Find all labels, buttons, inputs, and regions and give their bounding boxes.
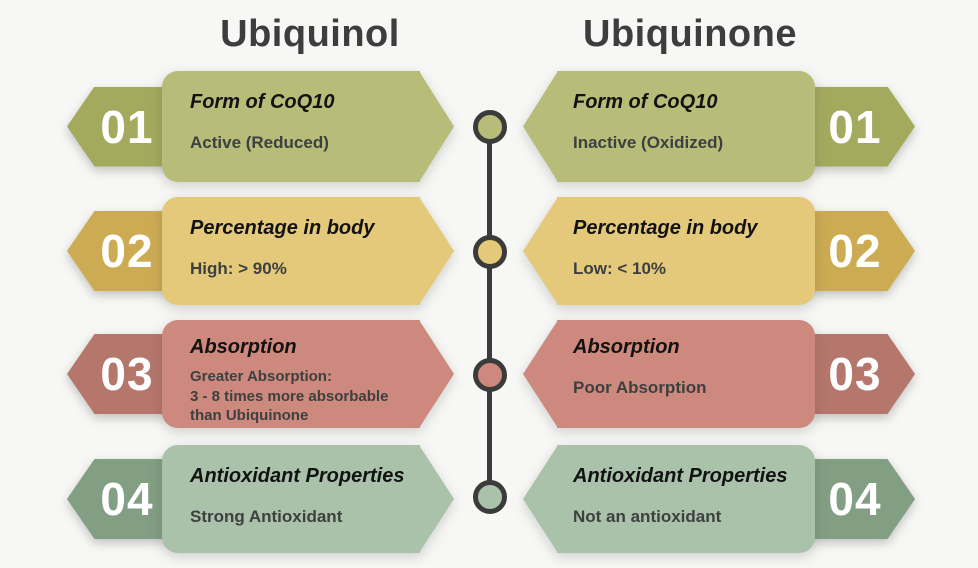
row3-left-subtitle: Greater Absorption: 3 - 8 times more abs… [190, 368, 389, 424]
row2-left-number: 02 [100, 225, 154, 277]
timeline-dot-3 [473, 358, 507, 392]
timeline-line [487, 127, 492, 497]
row3-left-number-badge: 03 [67, 334, 177, 414]
row4-left-banner: Antioxidant Properties Strong Antioxidan… [162, 445, 454, 553]
row1-right-number-badge: 01 [805, 86, 915, 167]
row2-left-banner: Percentage in body High: > 90% [162, 197, 454, 305]
comparison-row-1: 01 Form of CoQ10 Active (Reduced) Form o… [0, 71, 978, 182]
row1-left-subtitle: Active (Reduced) [190, 133, 329, 152]
row1-right-number: 01 [828, 100, 882, 153]
column-title-ubiquinol: Ubiquinol [220, 13, 400, 55]
row3-left-number: 03 [100, 348, 154, 400]
row4-right-number: 04 [828, 473, 882, 525]
row2-right-banner: Percentage in body Low: < 10% [523, 197, 815, 305]
row2-right-banner-arrow [523, 197, 558, 305]
row4-left-number: 04 [100, 473, 154, 525]
row4-left-number-badge: 04 [67, 459, 177, 539]
row1-right-banner: Form of CoQ10 Inactive (Oxidized) [523, 71, 815, 182]
row4-left-subtitle: Strong Antioxidant [190, 507, 343, 526]
row2-left-title: Percentage in body [190, 217, 375, 239]
row1-right-title: Form of CoQ10 [573, 91, 718, 113]
row2-left-banner-arrow [419, 197, 454, 305]
row4-right-subtitle: Not an antioxidant [573, 507, 722, 526]
row3-right-number-badge: 03 [805, 334, 915, 414]
column-title-ubiquinone: Ubiquinone [583, 13, 797, 55]
row1-right-banner-arrow [523, 71, 558, 182]
row4-right-banner: Antioxidant Properties Not an antioxidan… [523, 445, 815, 553]
row4-right-title: Antioxidant Properties [573, 465, 788, 487]
row4-right-banner-arrow [523, 445, 558, 553]
row3-right-number: 03 [828, 348, 882, 400]
comparison-row-3: 03 Absorption Greater Absorption: 3 - 8 … [0, 320, 978, 428]
row2-right-number-badge: 02 [805, 211, 915, 291]
row3-left-banner-arrow [419, 320, 454, 428]
row1-left-banner: Form of CoQ10 Active (Reduced) [162, 71, 454, 182]
row4-left-title: Antioxidant Properties [190, 465, 405, 487]
row2-right-subtitle: Low: < 10% [573, 259, 667, 278]
row3-right-subtitle: Poor Absorption [573, 378, 707, 397]
row2-left-number-badge: 02 [67, 211, 177, 291]
row1-left-number: 01 [100, 100, 154, 153]
timeline-dot-2 [473, 235, 507, 269]
row2-right-title: Percentage in body [573, 217, 758, 239]
row3-right-banner-arrow [523, 320, 558, 428]
row2-right-number: 02 [828, 225, 882, 277]
row3-left-banner: Absorption Greater Absorption: 3 - 8 tim… [162, 320, 454, 428]
row3-left-title: Absorption [190, 336, 297, 358]
row1-left-number-badge: 01 [67, 86, 177, 167]
row4-left-banner-arrow [419, 445, 454, 553]
comparison-row-2: 02 Percentage in body High: > 90% Percen… [0, 197, 978, 305]
comparison-row-4: 04 Antioxidant Properties Strong Antioxi… [0, 445, 978, 553]
row1-right-subtitle: Inactive (Oxidized) [573, 133, 724, 152]
row1-left-banner-arrow [419, 71, 454, 182]
row4-right-number-badge: 04 [805, 459, 915, 539]
row3-right-title: Absorption [573, 336, 680, 358]
row2-left-subtitle: High: > 90% [190, 259, 287, 278]
row1-left-title: Form of CoQ10 [190, 91, 335, 113]
row3-right-banner: Absorption Poor Absorption [523, 320, 815, 428]
timeline-dot-4 [473, 480, 507, 514]
timeline-dot-1 [473, 110, 507, 144]
